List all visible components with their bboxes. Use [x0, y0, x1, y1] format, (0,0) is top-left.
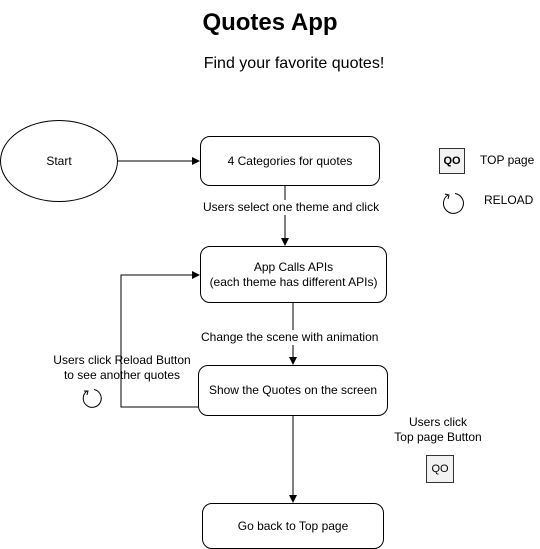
- legend-reload-label: RELOAD: [484, 193, 534, 207]
- legend-reload-icon: [442, 193, 464, 214]
- top-text-line1: Users click: [408, 415, 467, 429]
- edge-label-reload: Users click Reload Button to see another…: [44, 353, 200, 383]
- api-call-node: App Calls APIs (each theme has different…: [200, 246, 387, 303]
- reload-text-line2: to see another quotes: [63, 368, 181, 382]
- edge-label-select-theme: Users select one theme and click: [203, 200, 380, 215]
- categories-label: 4 Categories for quotes: [227, 153, 353, 168]
- api-label-line2: (each theme has different APIs): [209, 274, 378, 289]
- page-subtitle: Find your favorite quotes!: [203, 55, 385, 72]
- legend-qo-icon: QO: [439, 148, 465, 174]
- categories-node: 4 Categories for quotes: [200, 136, 380, 186]
- legend-qo-text: QO: [443, 155, 461, 167]
- qo-button-icon: QO: [426, 455, 454, 483]
- reload-icon: [82, 389, 102, 408]
- reload-text-line1: Users click Reload Button: [53, 353, 191, 367]
- page-title: Quotes App: [202, 9, 338, 36]
- show-quotes-label: Show the Quotes on the screen: [208, 383, 378, 397]
- top-text-line2: Top page Button: [394, 430, 482, 444]
- legend-top-page-label: TOP page: [480, 153, 535, 167]
- start-label: Start: [46, 154, 72, 168]
- start-node: Start: [0, 120, 118, 202]
- edge-label-top-page: Users click Top page Button: [382, 415, 494, 445]
- show-quotes-node: Show the Quotes on the screen: [198, 365, 388, 416]
- edge-label-change-scene: Change the scene with animation: [201, 330, 379, 345]
- back-top-label: Go back to Top page: [237, 518, 349, 533]
- edge-reload-loop: [120, 271, 200, 408]
- back-top-node: Go back to Top page: [202, 503, 384, 549]
- qo-button-text: QO: [431, 463, 449, 475]
- api-label-line1: App Calls APIs: [253, 259, 334, 274]
